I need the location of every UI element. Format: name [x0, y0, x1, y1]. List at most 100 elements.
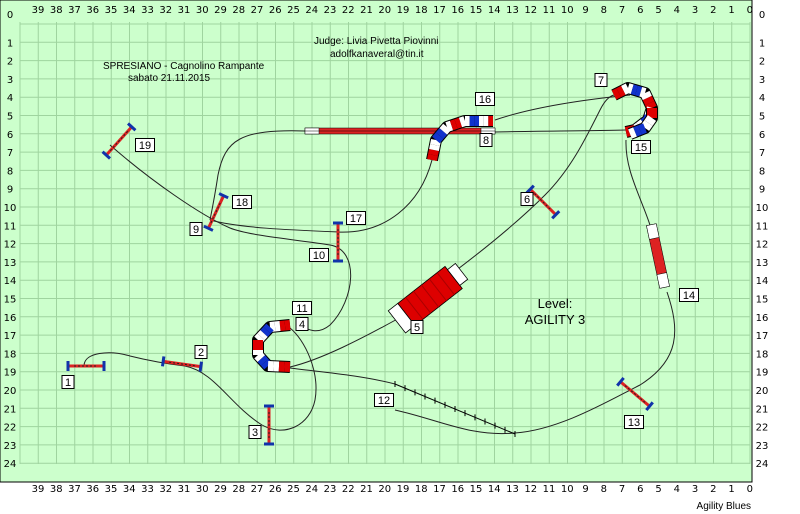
tunnel-segment: [428, 149, 439, 156]
tunnel-15: [627, 108, 658, 140]
tunnel-segment: [644, 115, 657, 126]
y-tick-label: 9: [759, 185, 765, 196]
tunnel-segment: [254, 333, 265, 344]
number-box: [679, 288, 699, 302]
jump-bar: [109, 131, 129, 151]
tunnels: [252, 82, 658, 373]
jump-wing: [525, 184, 535, 194]
number-box: [248, 425, 262, 439]
jump-wing: [126, 122, 137, 132]
field-background: [0, 0, 753, 483]
x-tick-label: 2: [710, 484, 716, 495]
tunnel-segment: [626, 83, 634, 95]
y-tick-label: 9: [7, 185, 13, 196]
tunnel-segment: [621, 83, 631, 95]
y-tick-label: 15: [4, 295, 17, 306]
y-tick-label: 18: [4, 349, 17, 360]
x-tick-label: 35: [105, 5, 118, 16]
obstacle-number-6: 6: [520, 192, 534, 206]
y-tick-label: 2: [7, 57, 13, 68]
y-tick-label: 15: [756, 295, 769, 306]
number-text: 5: [414, 322, 420, 334]
tunnel-4: [252, 319, 291, 373]
y-tick-label: 20: [756, 386, 769, 397]
x-tick-label: 12: [524, 484, 537, 495]
y-tick-label: 3: [7, 75, 13, 86]
y-tick-label: 6: [7, 130, 13, 141]
number-text: 9: [193, 224, 199, 236]
jump-wing: [218, 192, 229, 200]
aframe-14: [646, 223, 670, 289]
number-box: [631, 140, 651, 154]
x-tick-label: 26: [269, 484, 282, 495]
x-tick-label: 25: [287, 5, 300, 16]
tunnel-segment: [263, 323, 274, 334]
tunnel-segment: [257, 355, 269, 366]
x-tick-label: 16: [451, 5, 464, 16]
x-tick-label: 8: [601, 484, 607, 495]
y-tick-label: 7: [759, 148, 765, 159]
x-tick-label: 20: [378, 5, 391, 16]
x-tick-label: 0: [747, 5, 753, 16]
number-text: 11: [296, 303, 307, 315]
x-tick-label: 22: [342, 5, 355, 16]
tunnel-segment: [430, 139, 441, 146]
jump-10: [333, 221, 343, 263]
y-tick-label: 14: [4, 276, 17, 287]
y-tick-label: 0: [759, 10, 765, 21]
x-tick-label: 33: [141, 5, 154, 16]
jump-bar: [169, 361, 195, 367]
jump-wing: [101, 150, 112, 160]
x-tick-label: 24: [305, 484, 318, 495]
x-tick-label: 37: [68, 484, 81, 495]
x-tick-label: 27: [251, 484, 264, 495]
x-tick-label: 23: [324, 5, 337, 16]
tunnel-segment: [445, 120, 454, 132]
x-tick-label: 18: [415, 5, 428, 16]
tunnel-segment: [633, 125, 642, 137]
number-box: [346, 211, 366, 225]
x-tick-label: 8: [601, 5, 607, 16]
x-tick-label: 34: [123, 5, 136, 16]
y-tick-label: 13: [756, 258, 769, 269]
obstacle-number-5: 5: [410, 320, 424, 334]
x-tick-label: 7: [619, 484, 625, 495]
y-tick-label: 20: [4, 386, 17, 397]
y-tick-label: 0: [7, 10, 13, 21]
event-title: SPRESIANO - Cagnolino Rampante: [103, 61, 265, 72]
number-text: 12: [378, 395, 390, 407]
tunnel-segment: [429, 144, 440, 151]
x-tick-label: 28: [232, 5, 245, 16]
x-tick-label: 9: [582, 5, 588, 16]
x-tick-label: 13: [506, 484, 519, 495]
x-tick-label: 24: [305, 5, 318, 16]
x-tick-label: 16: [451, 484, 464, 495]
obstacle-number-18: 18: [232, 195, 252, 209]
y-tick-label: 23: [756, 441, 769, 452]
y-tick-label: 18: [756, 349, 769, 360]
obstacle-number-16: 16: [475, 92, 495, 106]
weave-poles-12: [394, 381, 516, 437]
x-tick-label: 32: [159, 484, 172, 495]
x-tick-label: 30: [196, 484, 209, 495]
tunnel-segment: [435, 128, 448, 139]
obstacle-number-14: 14: [679, 288, 699, 302]
y-tick-label: 11: [4, 221, 17, 232]
number-box: [194, 345, 208, 359]
number-text: 16: [479, 94, 491, 106]
y-tick-label: 5: [7, 112, 13, 123]
y-tick-label: 4: [759, 93, 765, 104]
y-tick-label: 10: [756, 203, 769, 214]
x-tick-label: 36: [86, 5, 99, 16]
number-text: 4: [299, 319, 305, 331]
tunnel-segment: [284, 320, 291, 331]
obstacle-number-9: 9: [189, 222, 203, 236]
y-tick-label: 8: [759, 166, 765, 177]
x-tick-label: 29: [214, 484, 227, 495]
x-tick-label: 11: [543, 5, 556, 16]
x-tick-label: 15: [470, 484, 483, 495]
tunnel-segment: [257, 330, 268, 341]
y-tick-label: 17: [756, 331, 769, 342]
number-text: 10: [313, 250, 325, 262]
